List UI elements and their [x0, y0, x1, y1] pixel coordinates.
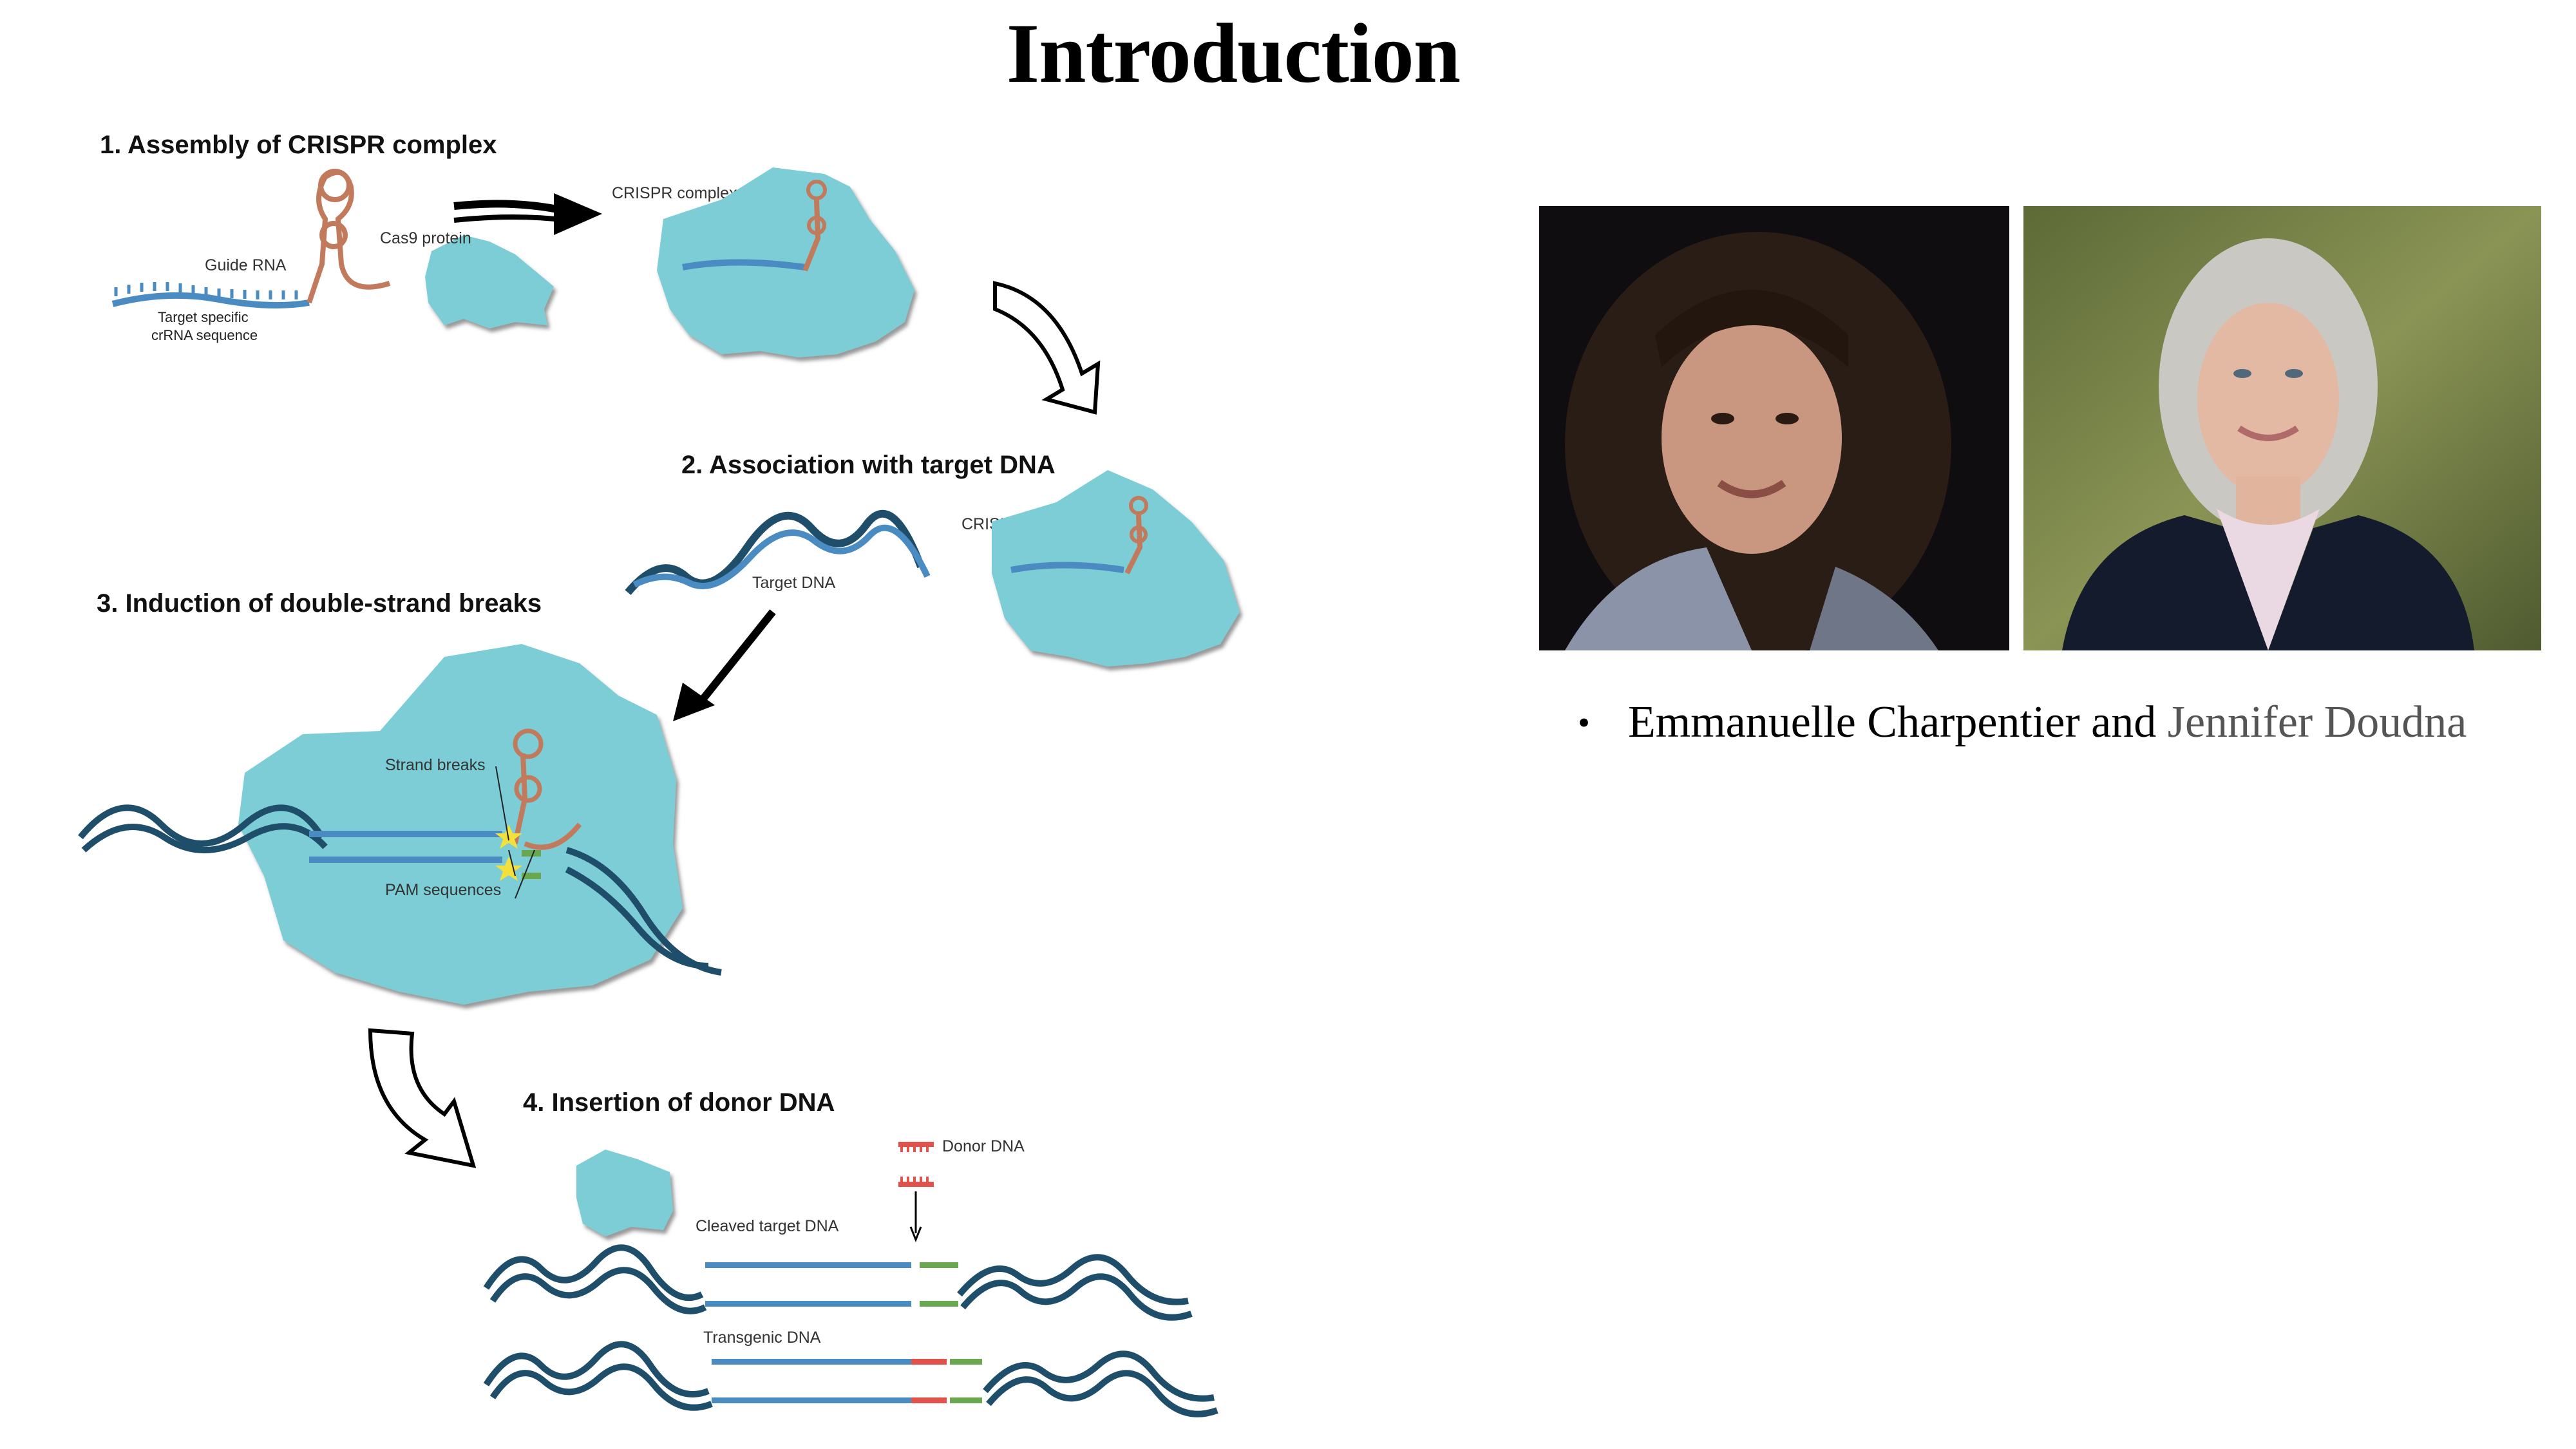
bullet-text-charpentier: Emmanuelle Charpentier and [1628, 697, 2168, 747]
crispr-complex-label-1: CRISPR complex [612, 184, 737, 202]
curved-arrow-icon [993, 281, 1101, 415]
arrow-right-icon [453, 193, 602, 235]
guide-rna-graphic [111, 169, 391, 308]
cleaved-dna-graphic [483, 1244, 1193, 1321]
crispr-complex-shape-2 [992, 470, 1240, 667]
crrna-sequence-label: crRNA sequence [151, 327, 258, 343]
strand-breaks-label: Strand breaks [385, 756, 486, 774]
slide-title: Introduction [1006, 6, 1461, 100]
small-complex-shape [576, 1150, 673, 1236]
transgenic-dna-graphic [483, 1341, 1218, 1417]
bullet-list: • Emmanuelle Charpentier and Jennifer Do… [1578, 700, 2544, 745]
donor-dna-label: Donor DNA [942, 1137, 1025, 1155]
curved-arrow-down-icon [368, 1028, 477, 1168]
step-2-heading: 2. Association with target DNA [681, 451, 1056, 479]
cas9-protein-label: Cas9 protein [380, 229, 471, 247]
portrait-photo-charpentier [1539, 206, 2009, 650]
bullet-item: Emmanuelle Charpentier and Jennifer Doud… [1628, 700, 2544, 745]
crispr-diagram: 1. Assembly of CRISPR complex Guide RNA … [0, 103, 1288, 1449]
transgenic-dna-label: Transgenic DNA [703, 1329, 821, 1347]
step-1-heading: 1. Assembly of CRISPR complex [100, 131, 497, 159]
target-dna-label: Target DNA [752, 574, 836, 592]
bullet-dot-icon: • [1578, 703, 1590, 742]
guide-rna-label: Guide RNA [205, 256, 287, 274]
target-dna-helix [625, 509, 931, 595]
portrait-photo-doudna [2023, 206, 2541, 650]
crispr-complex-shape-1 [657, 167, 914, 357]
step-3-heading: 3. Induction of double-strand breaks [97, 589, 542, 618]
bullet-text-doudna: Jennifer Doudna [2167, 697, 2467, 747]
arrow-down-left-icon [673, 609, 776, 721]
crispr-dna-complex [78, 644, 722, 1005]
pam-sequences-label: PAM sequences [385, 881, 501, 899]
cas9-protein-shape [425, 235, 554, 328]
donor-dna-icon [898, 1142, 934, 1243]
step-4-heading: 4. Insertion of donor DNA [523, 1088, 835, 1117]
cleaved-target-dna-label: Cleaved target DNA [696, 1217, 839, 1235]
strand-break-star-icon [495, 824, 522, 849]
target-specific-label: Target specific [158, 309, 249, 325]
